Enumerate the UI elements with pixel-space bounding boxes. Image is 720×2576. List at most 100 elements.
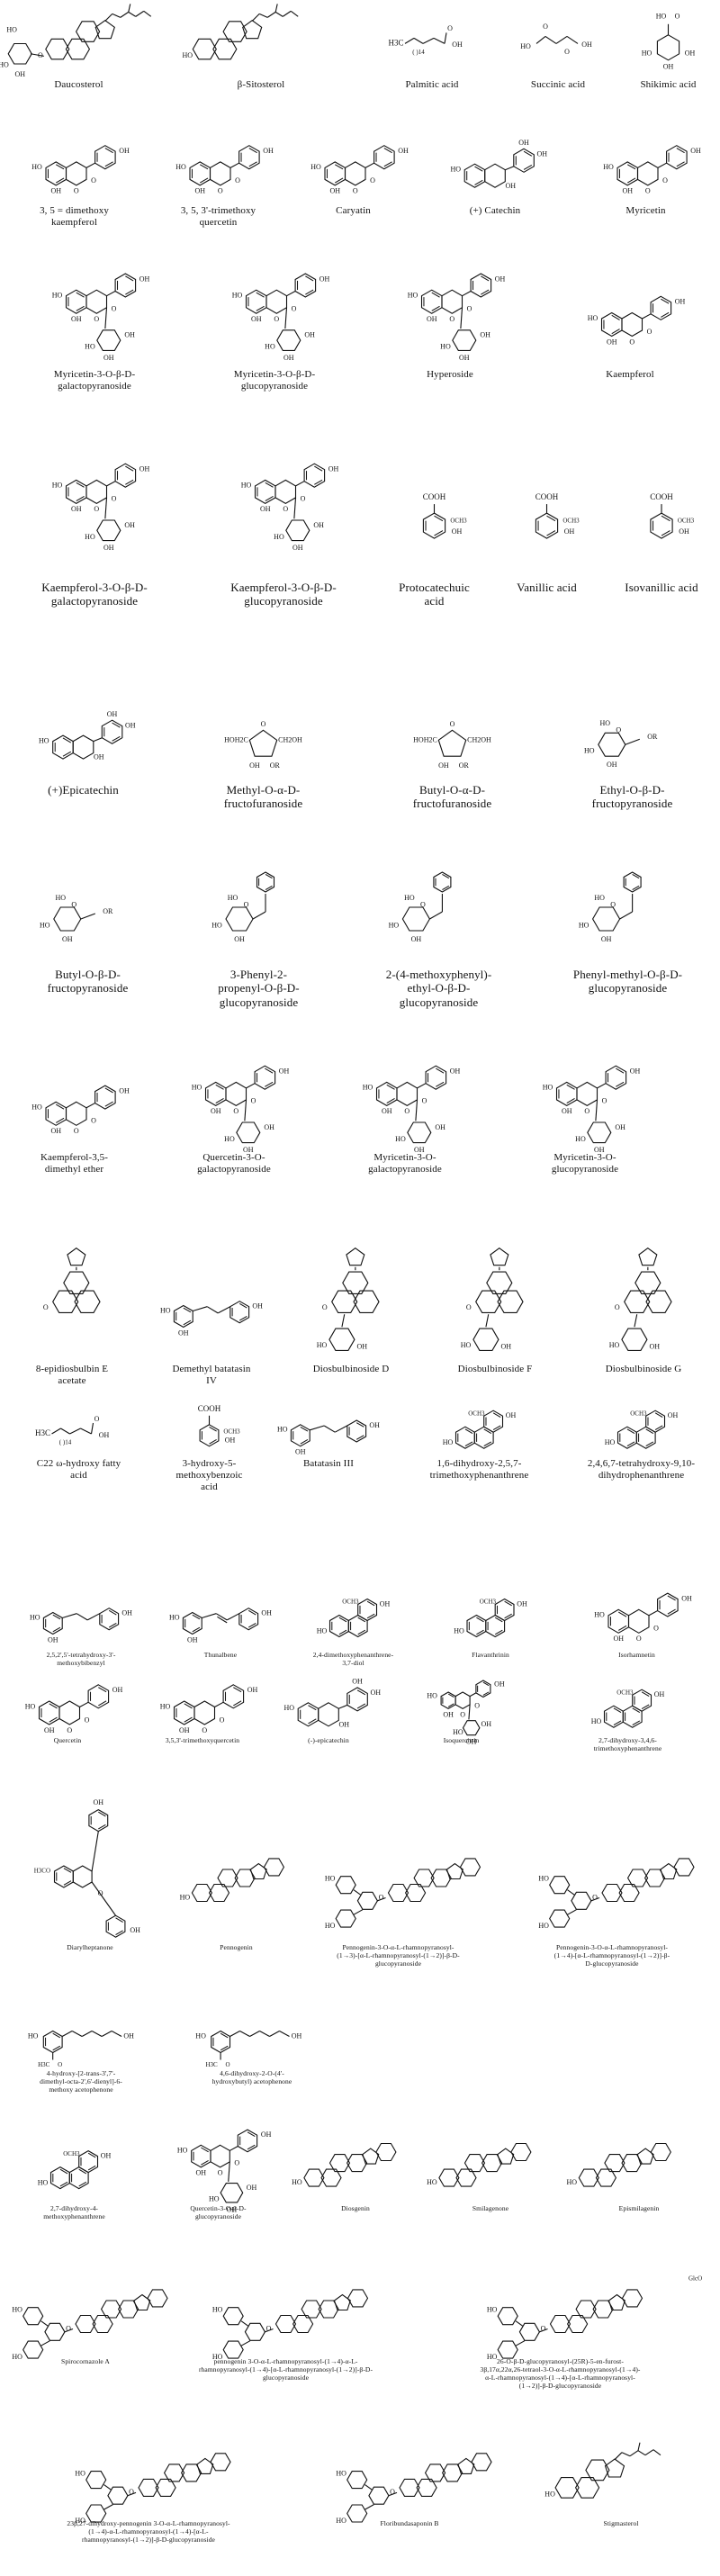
ring-c [604,2154,626,2173]
ring-c [301,2300,322,2319]
compound-label: 3, 5 = dimethoxy kaempferol [40,205,109,228]
atom-label: OH [140,275,150,283]
double-bond [52,2045,61,2051]
atom-label: HO [212,2353,223,2361]
atom-label: OH [130,1926,140,1934]
atom-label: OH [99,1431,110,1439]
bond [252,911,266,920]
atom-label: OH [352,1678,363,1686]
double-bond [366,1600,375,1607]
ring-bottom [105,1914,126,1938]
atom-label: HO [212,2305,223,2313]
bond [120,11,130,18]
ring-d [430,1869,452,1887]
ring-a [138,2478,159,2497]
atom-label: OH [71,505,82,513]
bond [106,291,116,297]
bond [353,1909,364,1915]
ring-a [297,1702,320,1727]
atom-label: OH [495,275,506,283]
atom-label: OH [179,1726,190,1734]
double-bond [494,1617,503,1623]
atom-label: OH [248,1686,258,1694]
ring-a [387,1883,410,1903]
atom-label: HO [600,719,611,727]
sugar-ring [7,42,32,65]
compound-label: Diosbulbinoside F [457,1364,533,1374]
structure-epismilagenin: HO [567,2142,671,2187]
atom-label: HO [292,2178,302,2186]
double-bond [52,2032,61,2039]
atom-label: O [353,187,358,195]
ring-e [457,2457,475,2474]
atom-label: O [129,2488,134,2496]
atom-label: O [266,2324,272,2332]
atom-label: HO [404,894,415,902]
bond [215,1613,228,1621]
atom-label: HO [39,736,50,744]
double-bond [481,289,490,295]
structure-smilagenone: HO [427,2142,532,2187]
ring-a [608,1608,630,1634]
ring-a [464,163,486,188]
compound-label: Spirocornazole A [61,2357,110,2365]
atom-label: HO [274,533,284,541]
bond [274,4,278,13]
bond [536,35,546,44]
double-bond [104,1087,113,1094]
ring-c [328,2154,351,2173]
double-bond [87,2152,96,2158]
compound-label: (-)-epicatechin [308,1736,349,1744]
atom-label: OH [517,1599,527,1608]
ring-a [189,161,212,186]
ring-a [616,161,639,186]
furan-ring [67,1247,86,1266]
double-bond [104,1101,113,1107]
ring-d [117,2300,140,2319]
double-bond [248,1609,256,1616]
compound-label: 2-(4-methoxyphenyl)- ethyl-O-β-D- glucop… [385,968,492,1009]
ring-a [578,2168,599,2187]
ring-d [318,2300,339,2319]
atom-label: HO [28,2031,39,2040]
bond [590,1896,600,1902]
double-bond [483,1441,492,1446]
atom-label: HO [325,1874,336,1882]
ring-c [163,2463,185,2482]
ring-b [114,273,137,298]
furan-ring [638,1247,658,1266]
bond [104,307,108,329]
sugar-ring [587,1121,612,1144]
bond [642,313,652,320]
atom-label: OH [124,331,135,339]
atom-label: HO [656,13,667,21]
lactone-ring [342,1271,369,1294]
double-bond [447,1703,454,1707]
bond [86,1103,95,1109]
bond [485,1314,490,1328]
ring-a [45,161,68,186]
double-bond [265,1067,274,1074]
atom-label: HO [605,1438,616,1446]
atom-label: HO [212,921,222,929]
